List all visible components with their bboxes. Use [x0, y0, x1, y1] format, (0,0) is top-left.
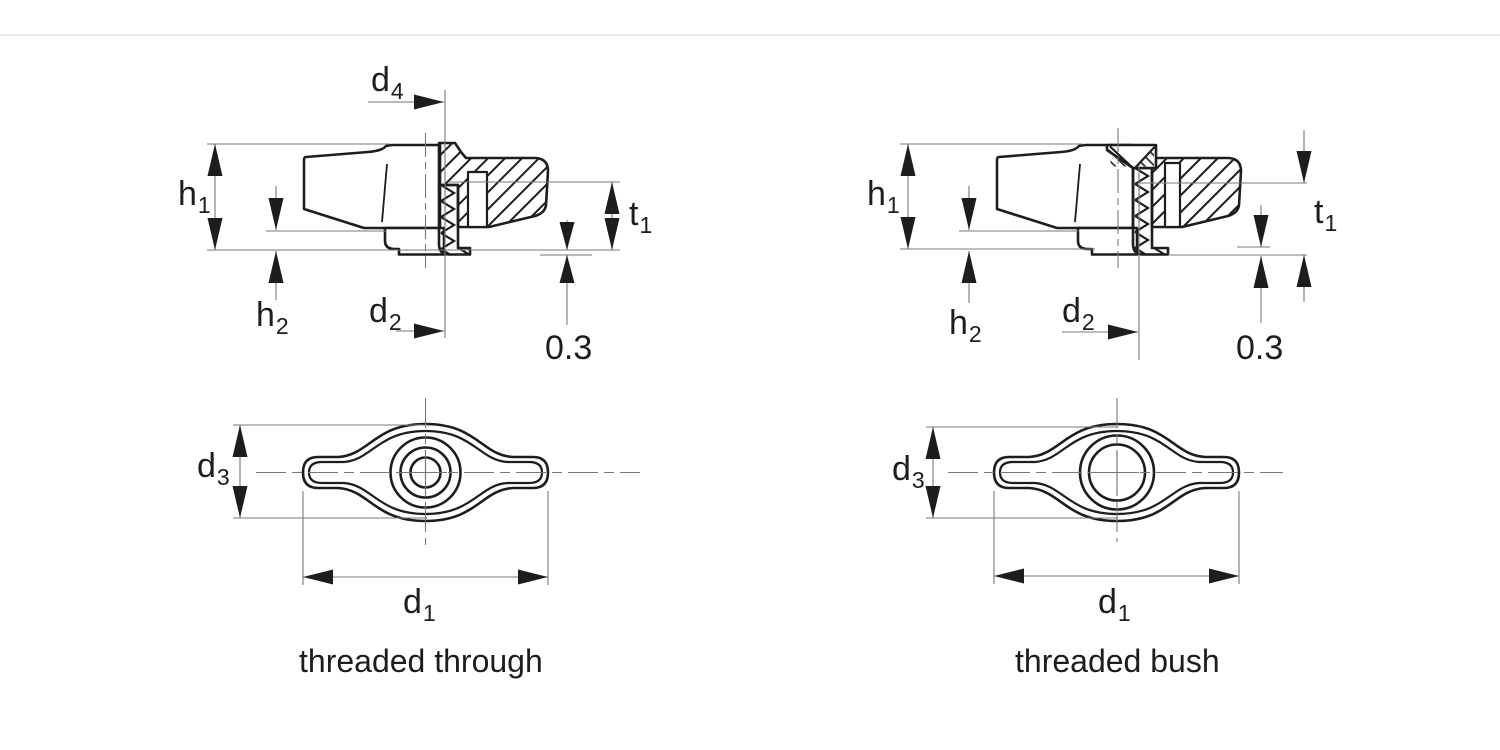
- dimension-arrows: [207, 94, 620, 339]
- wing-knob-section: [302, 141, 550, 256]
- caption-threaded-bush: threaded bush: [1015, 643, 1220, 679]
- dim-label-d2-left: d2: [369, 292, 402, 335]
- dim-label-t1-left: t1: [629, 195, 653, 238]
- thin-lines: [900, 128, 1307, 360]
- caption-threaded-through: threaded through: [299, 643, 543, 679]
- dim-label-d1-left: d1: [403, 583, 436, 626]
- countersink-v: [1109, 145, 1156, 171]
- dim-label-d4: d4: [371, 61, 404, 104]
- right-side-view: [900, 128, 1312, 360]
- thin-lines: [207, 90, 620, 338]
- wing-inner-contour: [998, 429, 1235, 516]
- dim-label-h1-left: h1: [178, 175, 211, 218]
- center-lines: [256, 398, 640, 545]
- wing-detail-line: [1074, 163, 1081, 223]
- dim-label-d3-right: d3: [892, 450, 925, 493]
- left-side-view: [207, 90, 620, 339]
- section-slot: [1163, 161, 1182, 229]
- dim-label-t1-right: t1: [1314, 193, 1338, 236]
- section-slot: [466, 170, 489, 229]
- dim-label-h2-right: h2: [949, 304, 982, 347]
- dim-label-offset-left: 0.3: [545, 329, 593, 367]
- wing-knob-section: [995, 143, 1243, 256]
- dim-label-h1-right: h1: [867, 175, 900, 218]
- dim-label-offset-right: 0.3: [1236, 329, 1284, 367]
- section-cone-hatched: [437, 141, 550, 229]
- page-divider: [0, 34, 1500, 36]
- wing-inner-contour: [307, 429, 544, 516]
- dimension-arrows: [232, 425, 548, 585]
- dimension-arrows: [925, 427, 1239, 584]
- right-plan-view: [925, 398, 1283, 584]
- dim-label-h2-left: h2: [256, 296, 289, 339]
- dim-label-d2-right: d2: [1062, 292, 1095, 335]
- dim-label-d1-right: d1: [1098, 583, 1131, 626]
- hub-boss: [383, 226, 446, 256]
- dimension-lines: [926, 426, 1240, 584]
- wing-outline: [302, 143, 442, 230]
- dimension-arrows: [900, 144, 1312, 340]
- dim-label-d3-left: d3: [197, 447, 230, 490]
- left-plan-view: [232, 398, 640, 585]
- wing-detail-line: [381, 163, 388, 223]
- hub-boss: [1076, 226, 1139, 256]
